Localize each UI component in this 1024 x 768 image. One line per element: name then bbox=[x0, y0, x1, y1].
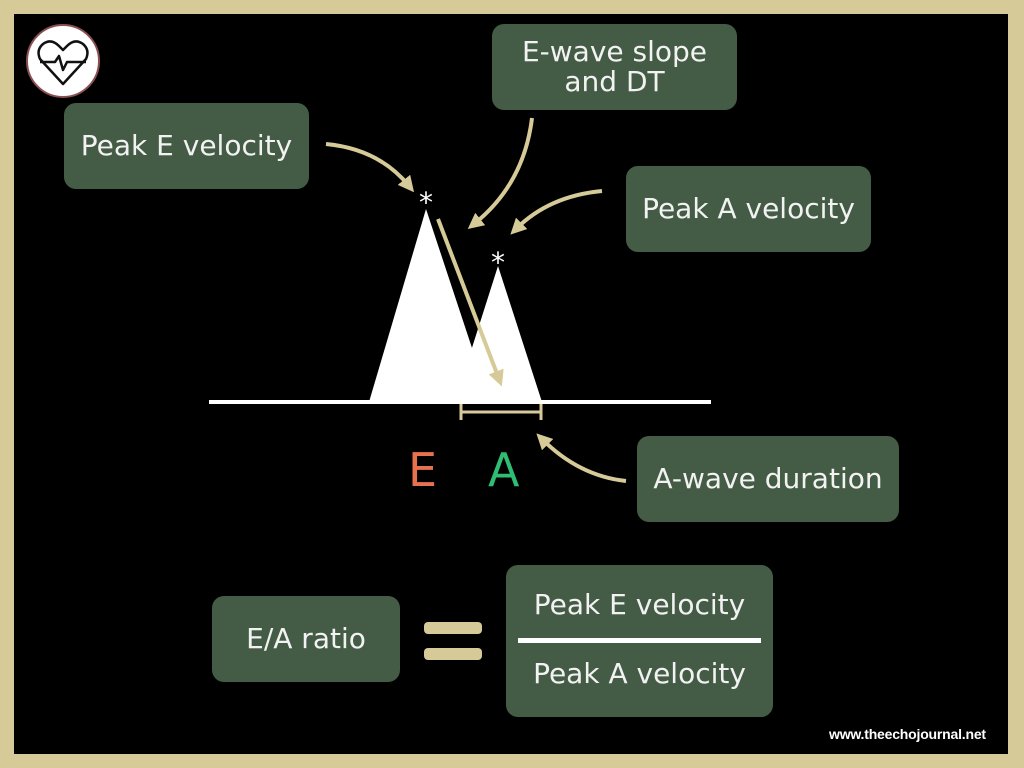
a-wave-duration-label: A-wave duration bbox=[637, 436, 899, 522]
doppler-waveform-diagram: * * bbox=[209, 117, 711, 660]
logo bbox=[26, 24, 100, 98]
ea-ratio-label: E/A ratio bbox=[212, 596, 400, 682]
slope-arrow bbox=[436, 218, 504, 387]
peak-e-velocity-label: Peak E velocity bbox=[64, 103, 309, 189]
peak-e-marker: * bbox=[419, 186, 433, 219]
e-wave-slope-text: E-wave slope bbox=[521, 35, 708, 68]
ea-ratio-fraction: Peak E velocity Peak A velocity bbox=[506, 565, 773, 717]
equals-sign bbox=[424, 622, 482, 660]
fraction-bar bbox=[518, 638, 761, 643]
e-wave-letter: E bbox=[408, 443, 438, 497]
e-wave bbox=[369, 209, 484, 402]
peak-e-arrow bbox=[325, 142, 415, 193]
dt-text: and DT bbox=[564, 65, 665, 98]
peak-a-marker: * bbox=[491, 246, 505, 279]
a-wave bbox=[454, 266, 542, 402]
fraction-denominator: Peak A velocity bbox=[533, 657, 746, 690]
e-wave-slope-label: E-wave slope and DT bbox=[492, 24, 737, 110]
peak-a-arrow bbox=[510, 189, 603, 235]
peak-a-velocity-label: Peak A velocity bbox=[626, 166, 871, 252]
fraction-numerator: Peak E velocity bbox=[533, 588, 746, 621]
a-wave-duration-text: A-wave duration bbox=[653, 462, 883, 495]
peak-a-velocity-text: Peak A velocity bbox=[642, 192, 855, 225]
heart-ecg-icon bbox=[37, 40, 89, 86]
slope-label-arrow bbox=[467, 117, 534, 229]
a-wave-letter: A bbox=[488, 443, 520, 497]
peak-e-velocity-text: Peak E velocity bbox=[80, 129, 293, 162]
a-duration-bracket bbox=[459, 404, 543, 420]
a-duration-arrow bbox=[536, 433, 627, 483]
ea-ratio-text: E/A ratio bbox=[246, 622, 366, 655]
diagram-canvas: * * Peak E velocity E-wave slope bbox=[14, 14, 1008, 754]
website-link[interactable]: www.theechojournal.net bbox=[829, 726, 986, 742]
